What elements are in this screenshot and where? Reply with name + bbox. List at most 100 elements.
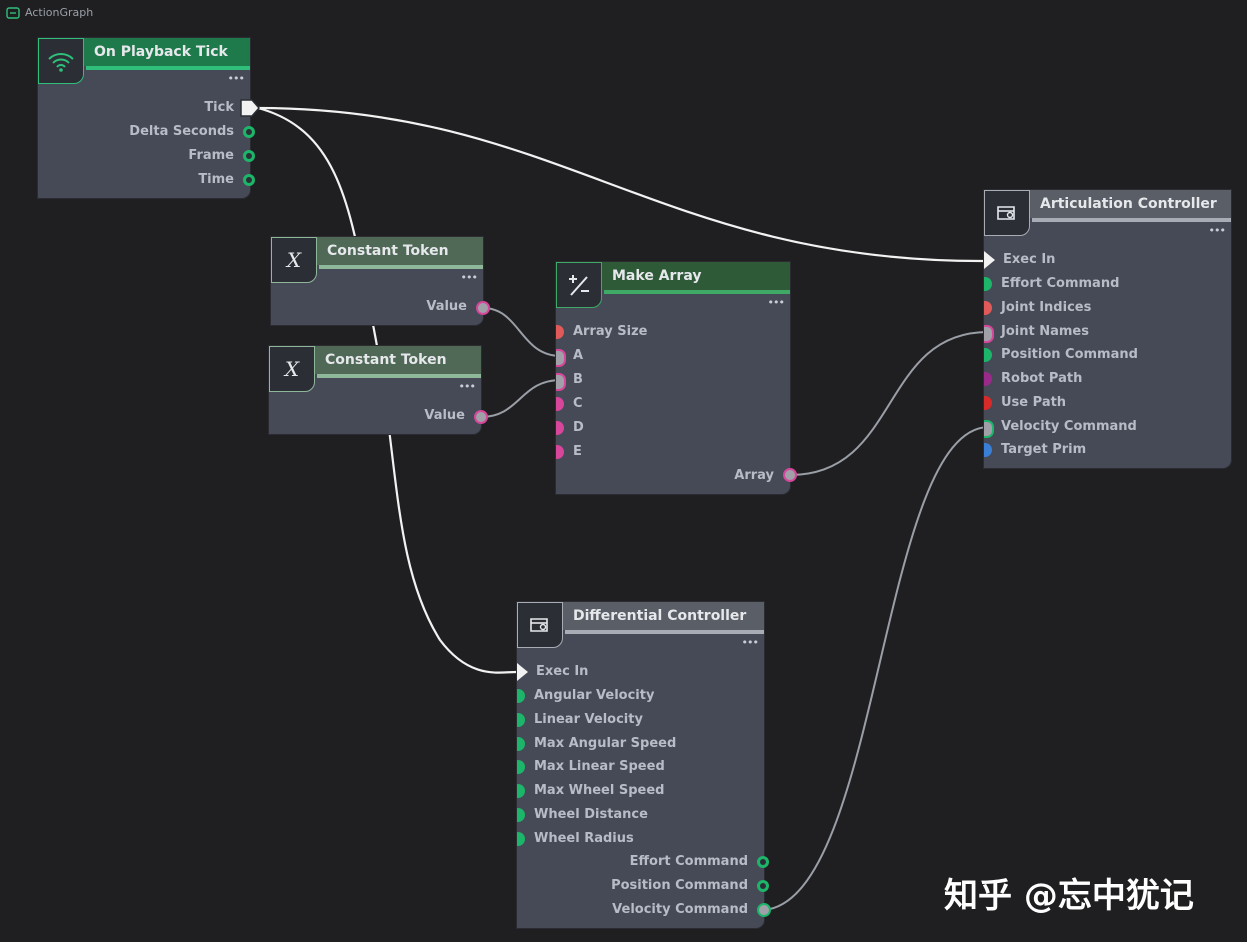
tick-exec-pin[interactable] [240, 99, 260, 117]
input-joint-names-label: Joint Names [1001, 324, 1089, 339]
header-underline [1032, 218, 1231, 222]
input-b-label: B [573, 372, 583, 387]
input-angular-velocity-label: Angular Velocity [534, 688, 655, 703]
output-time-label: Time [198, 172, 234, 187]
wheel-distance-pin[interactable] [517, 808, 525, 822]
constant-token-node-2[interactable]: X Constant Token ••• Value [269, 346, 481, 434]
e-pin[interactable] [556, 445, 564, 459]
watermark: 知乎 @忘中犹记 [944, 876, 1194, 916]
c-pin[interactable] [556, 397, 564, 411]
input-effort-command-label: Effort Command [1001, 276, 1120, 291]
node-icon-box [38, 38, 84, 84]
output-tick-label: Tick [204, 100, 234, 115]
input-max-angular-speed-label: Max Angular Speed [534, 736, 677, 751]
node-title: On Playback Tick [94, 44, 228, 60]
input-wheel-radius-label: Wheel Radius [534, 831, 634, 846]
header-underline [317, 374, 481, 378]
max-linear-speed-pin[interactable] [517, 760, 525, 774]
articulation-controller-node[interactable]: Articulation Controller ••• Exec In Effo… [984, 190, 1231, 468]
robot-path-pin[interactable] [984, 372, 992, 386]
graph-tab-label: ActionGraph [25, 6, 94, 19]
wire-token1-to-a [482, 307, 562, 357]
node-menu-button[interactable]: ••• [458, 380, 476, 393]
b-pin[interactable] [556, 373, 566, 391]
array-size-pin[interactable] [556, 325, 564, 339]
node-title: Constant Token [327, 243, 449, 259]
d-pin[interactable] [556, 421, 564, 435]
x-variable-icon: X [284, 357, 300, 381]
differential-controller-node[interactable]: Differential Controller ••• Exec In Angu… [517, 602, 764, 928]
output-velocity-command-label: Velocity Command [612, 902, 748, 917]
effort-command-output-pin[interactable] [757, 856, 769, 868]
input-d-label: D [573, 420, 584, 435]
node-icon-box [556, 262, 602, 308]
exec-in-pin[interactable] [984, 251, 995, 269]
output-effort-command-label: Effort Command [629, 854, 748, 869]
input-exec-in-label: Exec In [536, 664, 589, 679]
plus-minus-icon [569, 275, 589, 296]
target-prim-pin[interactable] [984, 443, 992, 457]
input-linear-velocity-label: Linear Velocity [534, 712, 643, 727]
time-pin[interactable] [243, 174, 255, 186]
input-e-label: E [573, 444, 582, 459]
position-command-output-pin[interactable] [757, 880, 769, 892]
node-menu-button[interactable]: ••• [767, 296, 785, 309]
make-array-node[interactable]: Make Array ••• Array Size A B C D E Arra… [556, 262, 790, 494]
input-a-label: A [573, 348, 584, 363]
frame-pin[interactable] [243, 150, 255, 162]
joint-indices-pin[interactable] [984, 301, 992, 315]
input-exec-in-label: Exec In [1003, 252, 1056, 267]
delta-seconds-pin[interactable] [243, 126, 255, 138]
wheel-radius-pin[interactable] [517, 832, 525, 846]
input-position-command-label: Position Command [1001, 347, 1138, 362]
node-menu-button[interactable]: ••• [1208, 224, 1226, 237]
output-delta-seconds-label: Delta Seconds [129, 124, 234, 139]
a-pin[interactable] [556, 349, 566, 367]
on-playback-tick-node[interactable]: On Playback Tick ••• Tick Delta Seconds … [38, 38, 250, 198]
angular-velocity-pin[interactable] [517, 689, 525, 703]
token1-value-pin[interactable] [476, 301, 490, 315]
node-icon-box: X [269, 346, 315, 392]
output-frame-label: Frame [188, 148, 234, 163]
output-array-label: Array [734, 468, 774, 483]
use-path-pin[interactable] [984, 396, 992, 410]
position-command-pin[interactable] [984, 348, 992, 362]
output-position-command-label: Position Command [611, 878, 748, 893]
max-wheel-speed-pin[interactable] [517, 784, 525, 798]
graph-tab[interactable]: ActionGraph [6, 6, 93, 19]
header-underline [319, 265, 483, 269]
wire-token2-to-b [480, 379, 562, 418]
input-joint-indices-label: Joint Indices [1001, 300, 1092, 315]
effort-command-pin[interactable] [984, 277, 992, 291]
linear-velocity-pin[interactable] [517, 713, 525, 727]
input-max-linear-speed-label: Max Linear Speed [534, 759, 665, 774]
controller-icon [997, 206, 1015, 220]
velocity-command-output-pin[interactable] [757, 903, 771, 917]
node-title: Make Array [612, 268, 702, 284]
wire-velocity-to-velocity [763, 426, 989, 911]
node-icon-box [517, 602, 563, 648]
node-icon-box: X [271, 237, 317, 283]
node-menu-button[interactable]: ••• [741, 636, 759, 649]
max-angular-speed-pin[interactable] [517, 737, 525, 751]
node-title: Constant Token [325, 352, 447, 368]
node-menu-button[interactable]: ••• [460, 271, 478, 284]
node-menu-button[interactable]: ••• [227, 72, 245, 85]
token2-value-pin[interactable] [474, 410, 488, 424]
output-value-label: Value [424, 408, 465, 423]
input-robot-path-label: Robot Path [1001, 371, 1083, 386]
input-velocity-command-label: Velocity Command [1001, 419, 1137, 434]
array-output-pin[interactable] [783, 468, 797, 482]
input-c-label: C [573, 396, 583, 411]
joint-names-pin[interactable] [984, 325, 994, 343]
input-target-prim-label: Target Prim [1001, 442, 1087, 457]
header-underline [604, 290, 790, 294]
constant-token-node-1[interactable]: X Constant Token ••• Value [271, 237, 483, 325]
input-use-path-label: Use Path [1001, 395, 1067, 410]
input-wheel-distance-label: Wheel Distance [534, 807, 648, 822]
output-value-label: Value [426, 299, 467, 314]
velocity-command-pin[interactable] [984, 420, 994, 438]
header-underline [86, 66, 250, 70]
x-variable-icon: X [286, 248, 302, 272]
exec-in-pin[interactable] [517, 663, 528, 681]
